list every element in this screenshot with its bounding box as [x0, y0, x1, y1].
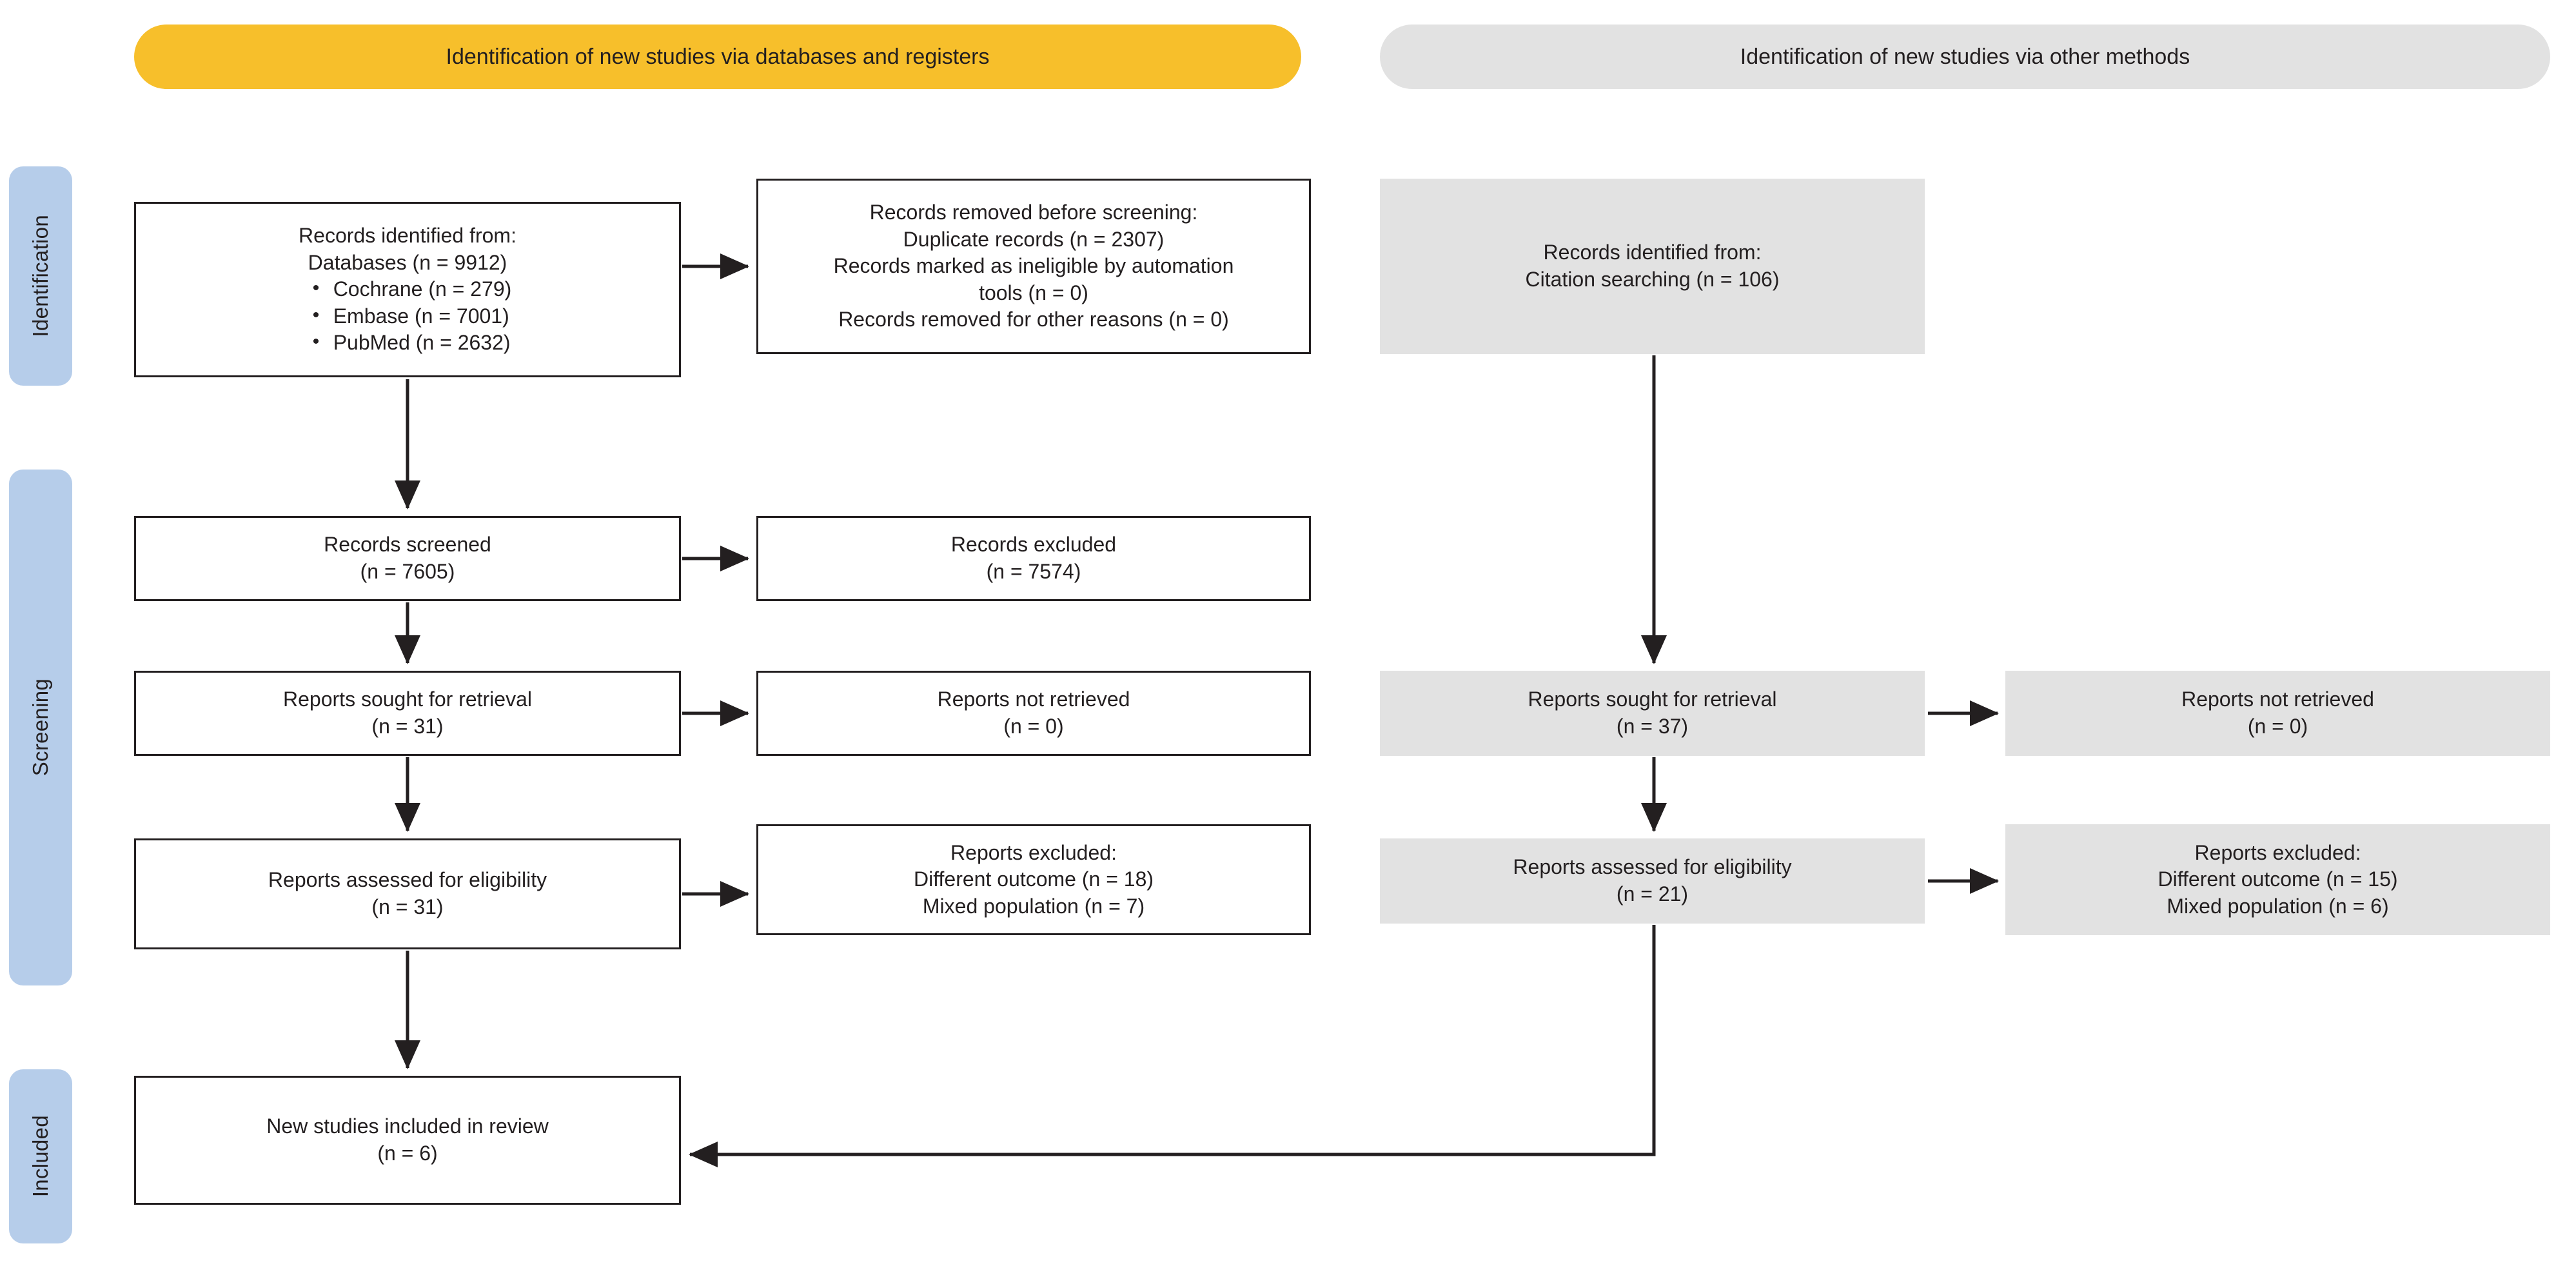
reports-excluded-title: Reports excluded: — [950, 840, 1117, 864]
reports-not-retrieved-count: (n = 0) — [1003, 715, 1064, 738]
box-records-excluded: Records excluded (n = 7574) — [756, 516, 1311, 601]
box-reports-sought-for-retrieval: Reports sought for retrieval (n = 31) — [134, 671, 681, 756]
records-screened-label: Records screened — [324, 533, 491, 557]
records-removed-line-1: Duplicate records (n = 2307) — [903, 227, 1165, 251]
records-identified-title: Records identified from: — [299, 224, 516, 248]
records-removed-title: Records removed before screening: — [869, 201, 1198, 224]
stage-pill-included: Included — [9, 1069, 72, 1243]
box-records-identified-databases: Records identified from: Databases (n = … — [134, 202, 681, 377]
reports-excluded-reason-2: Mixed population (n = 7) — [922, 894, 1145, 918]
box-records-identified-other-methods: Records identified from: Citation search… — [1380, 179, 1925, 354]
stage-pill-screening: Screening — [9, 470, 72, 985]
records-removed-line-4: Records removed for other reasons (n = 0… — [838, 308, 1229, 332]
box-reports-not-retrieved: Reports not retrieved (n = 0) — [756, 671, 1311, 756]
other-reports-assessed-count: (n = 21) — [1616, 882, 1689, 906]
box-records-removed-before-screening: Records removed before screening: Duplic… — [756, 179, 1311, 354]
box-other-reports-excluded: Reports excluded: Different outcome (n =… — [2005, 824, 2550, 935]
box-records-screened: Records screened (n = 7605) — [134, 516, 681, 601]
stage-label-included: Included — [28, 1115, 52, 1198]
other-reports-excluded-title: Reports excluded: — [2194, 840, 2361, 864]
records-removed-line-2: Records marked as ineligible by automati… — [833, 254, 1234, 278]
other-reports-sought-count: (n = 37) — [1616, 715, 1689, 738]
reports-assessed-count: (n = 31) — [371, 895, 444, 918]
reports-assessed-label: Reports assessed for eligibility — [268, 868, 547, 892]
reports-sought-count: (n = 31) — [371, 715, 444, 738]
list-item: Embase (n = 7001) — [304, 302, 512, 330]
list-item: Cochrane (n = 279) — [304, 275, 512, 303]
other-reports-sought-label: Reports sought for retrieval — [1528, 688, 1777, 711]
box-reports-excluded: Reports excluded: Different outcome (n =… — [756, 824, 1311, 935]
box-other-reports-not-retrieved: Reports not retrieved (n = 0) — [2005, 671, 2550, 756]
other-reports-not-retrieved-label: Reports not retrieved — [2181, 688, 2374, 711]
arrow-other-assessed-to-included — [689, 925, 1656, 1167]
other-reports-excluded-reason-2: Mixed population (n = 6) — [2167, 894, 2389, 918]
new-studies-included-count: (n = 6) — [377, 1142, 438, 1165]
box-other-reports-assessed-for-eligibility: Reports assessed for eligibility (n = 21… — [1380, 838, 1925, 924]
other-identified-subtitle: Citation searching (n = 106) — [1525, 268, 1780, 291]
records-excluded-label: Records excluded — [950, 533, 1117, 557]
box-other-reports-sought-for-retrieval: Reports sought for retrieval (n = 37) — [1380, 671, 1925, 756]
records-removed-line-3: tools (n = 0) — [979, 281, 1088, 304]
reports-sought-label: Reports sought for retrieval — [283, 688, 532, 711]
other-reports-not-retrieved-count: (n = 0) — [2247, 715, 2308, 738]
stage-label-screening: Screening — [28, 678, 52, 777]
records-screened-count: (n = 7605) — [360, 560, 455, 583]
box-reports-assessed-for-eligibility: Reports assessed for eligibility (n = 31… — [134, 838, 681, 949]
box-new-studies-included: New studies included in review (n = 6) — [134, 1076, 681, 1205]
list-item: PubMed (n = 2632) — [304, 329, 512, 357]
banner-databases: Identification of new studies via databa… — [134, 25, 1301, 89]
banner-other-methods: Identification of new studies via other … — [1380, 25, 2550, 89]
records-excluded-count: (n = 7574) — [986, 560, 1081, 583]
records-identified-databases-count: Databases (n = 9912) — [308, 250, 507, 274]
other-reports-assessed-label: Reports assessed for eligibility — [1513, 855, 1792, 879]
database-source-list: Cochrane (n = 279) Embase (n = 7001) Pub… — [304, 275, 512, 357]
reports-not-retrieved-label: Reports not retrieved — [937, 688, 1130, 711]
stage-label-identification: Identification — [28, 215, 52, 337]
other-identified-title: Records identified from: — [1543, 241, 1762, 264]
reports-excluded-reason-1: Different outcome (n = 18) — [913, 867, 1154, 891]
other-reports-excluded-reason-1: Different outcome (n = 15) — [2158, 867, 2398, 891]
stage-pill-identification: Identification — [9, 166, 72, 386]
new-studies-included-label: New studies included in review — [266, 1114, 549, 1138]
